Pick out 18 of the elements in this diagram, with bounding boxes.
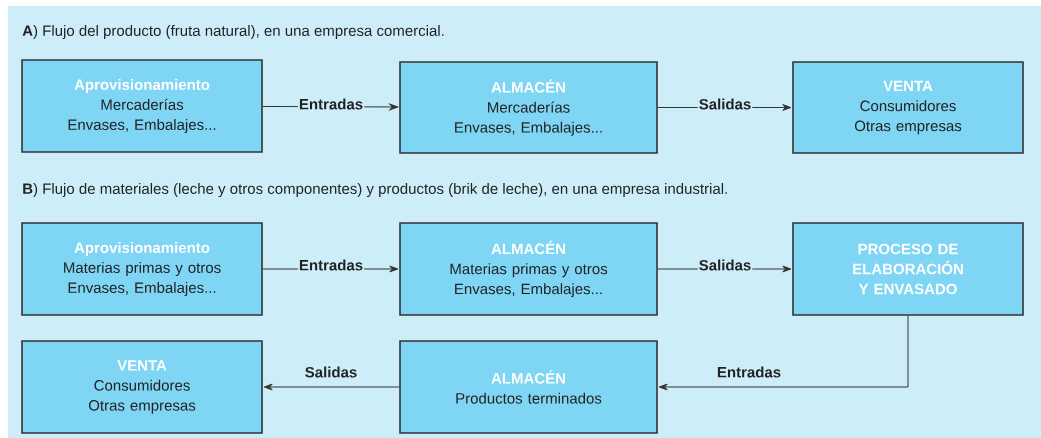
edge-label: Entradas: [717, 366, 781, 378]
process-box: VENTA Consumidores Otras empresas: [792, 61, 1024, 154]
section-heading: A) Flujo del producto (fruta natural), en una empresa comercial.: [22, 25, 444, 39]
edge-label: Salidas: [699, 98, 751, 110]
process-box: Aprovisionamiento Mercaderías Envases, Embalajes...: [21, 59, 263, 153]
process-box: ALMACÉN Materias primas y otros Envases, Embalajes...: [399, 222, 658, 316]
edge-label: Salidas: [305, 366, 357, 378]
arrow: [658, 315, 909, 391]
arrow: [263, 383, 400, 391]
process-box: VENTA Consumidores Otras empresas: [21, 340, 263, 434]
edge-label: Entradas: [299, 98, 363, 110]
edge-label: Entradas: [299, 259, 363, 271]
section-heading: B) Flujo de materiales (leche y otros componentes) y productos (brik de leche), en una empresa industrial.: [23, 183, 727, 197]
process-box: ALMACÉN Mercaderías Envases, Embalajes...: [399, 61, 658, 154]
process-box: Aprovisionamiento Materias primas y otros Envases, Embalajes...: [21, 222, 263, 316]
process-box: PROCESO DE ELABORACIÓN Y ENVASADO: [792, 222, 1024, 316]
edge-label: Salidas: [699, 259, 751, 271]
process-box: ALMACÉN Productos terminados: [399, 340, 658, 434]
